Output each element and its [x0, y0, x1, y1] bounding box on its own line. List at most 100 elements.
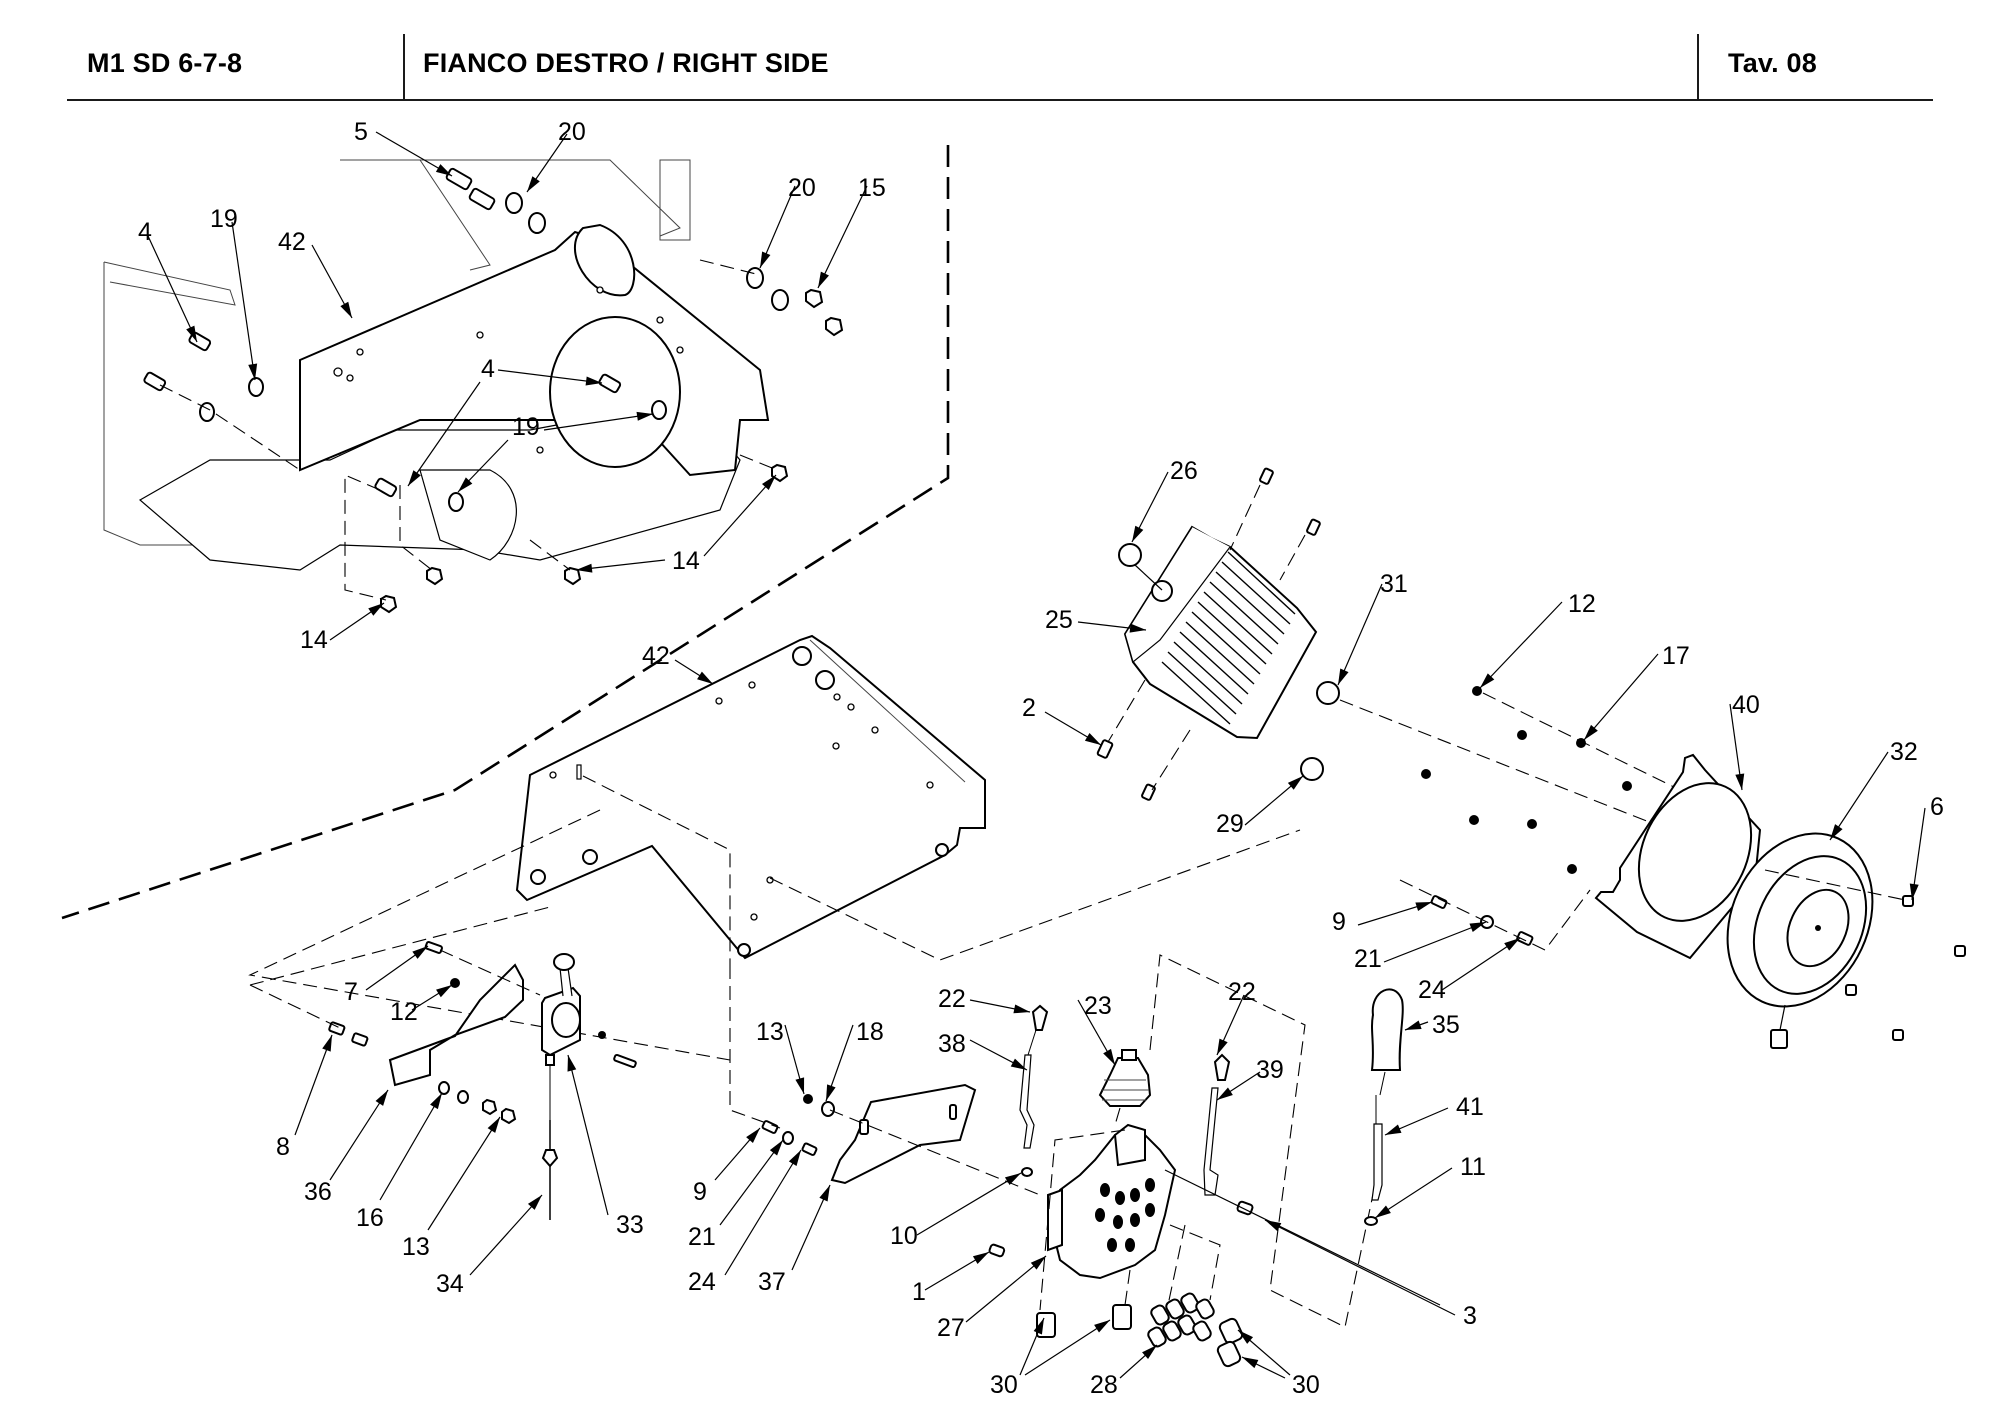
callout-arrowhead	[1909, 883, 1919, 900]
callout-31: 31	[1337, 570, 1408, 686]
callout-arrowhead	[1735, 773, 1745, 790]
callout-22b: 22	[1216, 978, 1256, 1056]
joystick-lever	[1364, 988, 1404, 1226]
callout-leader	[427, 1116, 501, 1231]
callout-4a: 4	[138, 218, 198, 343]
callout-29: 29	[1216, 775, 1304, 838]
callout-leader	[543, 413, 654, 431]
callout-leader	[147, 235, 198, 343]
callout-number: 41	[1456, 1093, 1484, 1121]
callout-14b: 14	[300, 602, 385, 654]
callout-leader	[497, 369, 603, 384]
callout-arrowhead	[1084, 733, 1101, 745]
callout-arrowhead	[1238, 1330, 1254, 1344]
callout-number: 12	[390, 998, 418, 1026]
fan-and-shroud	[1399, 686, 1966, 1049]
callout-22a: 22	[938, 985, 1031, 1014]
header-divider	[403, 34, 405, 100]
callout-arrowhead	[636, 411, 653, 421]
callout-arrowhead	[1132, 525, 1144, 542]
callout-leader	[1479, 601, 1563, 689]
callout-arrowhead	[487, 1117, 500, 1133]
callout-32: 32	[1829, 738, 1918, 841]
callout-number: 34	[436, 1270, 464, 1298]
callout-26: 26	[1131, 457, 1198, 543]
callout-35: 35	[1404, 1011, 1460, 1039]
callout-arrowhead	[435, 164, 452, 176]
callout-number: 22	[1228, 978, 1256, 1006]
callout-19a: 19	[210, 205, 258, 381]
callout-arrowhead	[1010, 1058, 1027, 1070]
callout-number: 36	[304, 1178, 332, 1206]
callout-number: 19	[210, 205, 238, 233]
callout-leader	[817, 185, 868, 289]
callout-leader	[1383, 921, 1487, 963]
callout-arrowhead	[760, 251, 771, 268]
callout-leader	[965, 1255, 1047, 1323]
callout-arrowhead	[375, 1090, 388, 1106]
callout-30a: 30	[990, 1317, 1045, 1399]
callout-30b	[1241, 1356, 1286, 1379]
callout-40: 40	[1729, 691, 1760, 791]
callout-4b: 4	[481, 355, 603, 386]
callout-37: 37	[758, 1184, 831, 1296]
callout-leader	[379, 1092, 443, 1201]
callout-19b: 19	[512, 411, 654, 441]
callout-number: 28	[1090, 1371, 1118, 1399]
callout-arrowhead	[322, 1035, 332, 1052]
callout-number: 15	[858, 174, 886, 202]
callout-number: 12	[1568, 590, 1596, 618]
side-plate-lower	[248, 634, 1301, 1061]
callout-number: 4	[481, 355, 495, 383]
callout-arrowhead	[408, 470, 421, 486]
callout-arrowhead	[788, 1150, 801, 1167]
callout-arrowhead	[1287, 776, 1303, 790]
callout-arrowhead	[1405, 1020, 1422, 1030]
assembly-separator	[61, 145, 950, 920]
callout-12b: 12	[390, 984, 453, 1026]
callout-number: 10	[890, 1222, 918, 1250]
callout-leader	[407, 381, 481, 487]
callout-41: 41	[1384, 1093, 1484, 1136]
callout-leader	[1024, 1319, 1111, 1376]
callout-6: 6	[1909, 793, 1944, 901]
callout-28: 28	[1090, 1344, 1158, 1399]
callout-arrowhead	[527, 1195, 542, 1210]
callout-number: 1	[912, 1278, 926, 1306]
callout-34: 34	[436, 1194, 543, 1298]
callout-number: 35	[1432, 1011, 1460, 1039]
callout-number: 13	[756, 1018, 784, 1046]
callout-arrowhead	[458, 477, 473, 492]
callout-arrowhead	[1004, 1173, 1021, 1186]
callout-number: 20	[558, 118, 586, 146]
callout-number: 33	[616, 1211, 644, 1239]
callout-38: 38	[938, 1030, 1028, 1071]
callout-arrowhead	[567, 1055, 577, 1072]
callout-arrowhead	[1217, 1038, 1228, 1055]
callout-arrowhead	[762, 475, 776, 490]
callout-arrowhead	[1094, 1320, 1110, 1333]
callout-8: 8	[276, 1034, 333, 1161]
callout-arrowhead	[1217, 1087, 1233, 1100]
callout-arrowhead	[1142, 1345, 1157, 1360]
callout-number: 19	[512, 413, 540, 441]
callout-4b	[407, 381, 481, 487]
hydraulic-control-valve	[988, 954, 1441, 1368]
callout-number: 16	[356, 1204, 384, 1232]
callout-7: 7	[344, 945, 429, 1006]
callout-arrowhead	[186, 325, 197, 342]
valve-bracket	[729, 965, 1041, 1196]
callout-number: 29	[1216, 810, 1244, 838]
drawing-model-code: M1 SD 6-7-8	[87, 48, 243, 78]
callout-leader	[1264, 1219, 1456, 1316]
callout-leader	[703, 474, 777, 557]
callout-number: 24	[1418, 976, 1446, 1004]
callout-20a: 20	[526, 118, 586, 193]
callout-number: 18	[856, 1018, 884, 1046]
callout-arrowhead	[1129, 623, 1146, 633]
callout-leader	[231, 221, 256, 381]
callout-number: 5	[354, 118, 368, 146]
callout-number: 27	[937, 1314, 965, 1342]
callout-arrowhead	[585, 376, 602, 386]
